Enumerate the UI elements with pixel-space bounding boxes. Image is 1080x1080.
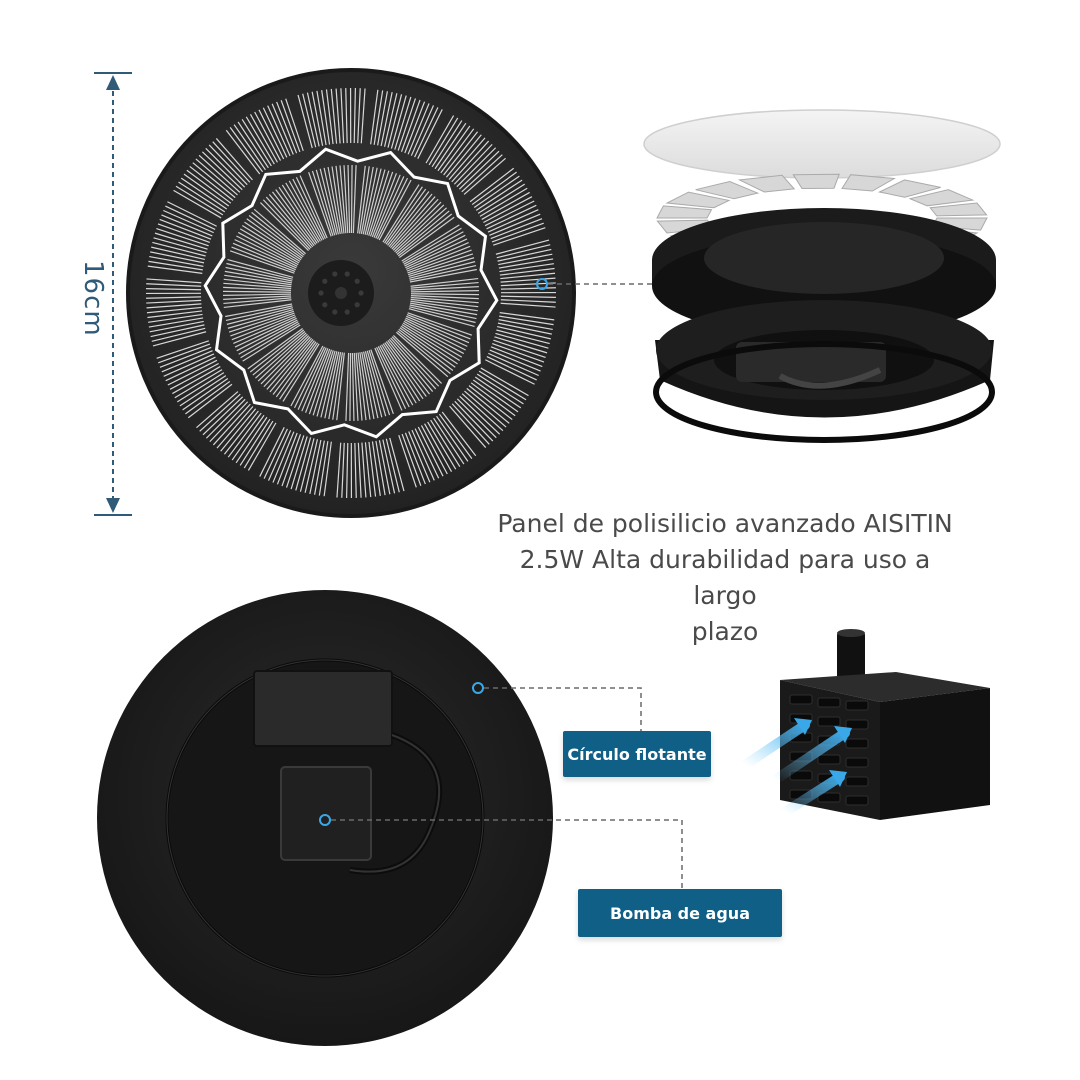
callout-dot	[536, 278, 548, 290]
caption-line-1: Panel de polisilicio avanzado AISITIN	[497, 509, 953, 538]
dimension-line	[94, 72, 132, 516]
exploded-view	[643, 109, 1001, 443]
feature-caption: Panel de polisilicio avanzado AISITIN 2.…	[490, 506, 960, 650]
solar-panel-top-view	[126, 68, 700, 518]
glass-cover	[643, 109, 1001, 179]
pump-housing	[280, 766, 372, 861]
caption-line-3: plazo	[691, 617, 759, 646]
caption-line-2: 2.5W Alta durabilidad para uso a largo	[519, 545, 931, 610]
callout-dot-pump	[319, 814, 331, 826]
floating-base-back-view	[97, 590, 683, 1046]
callout-dot-float	[472, 682, 484, 694]
water-flow-arrows	[740, 718, 852, 817]
floating-ring-callout: Círculo flotante	[563, 731, 711, 777]
water-pump-illustration	[740, 629, 990, 820]
pump-outlet	[837, 632, 865, 688]
battery-box	[253, 670, 393, 747]
water-pump-callout: Bomba de agua	[578, 889, 782, 937]
dimension-label: 16cm	[78, 260, 108, 337]
